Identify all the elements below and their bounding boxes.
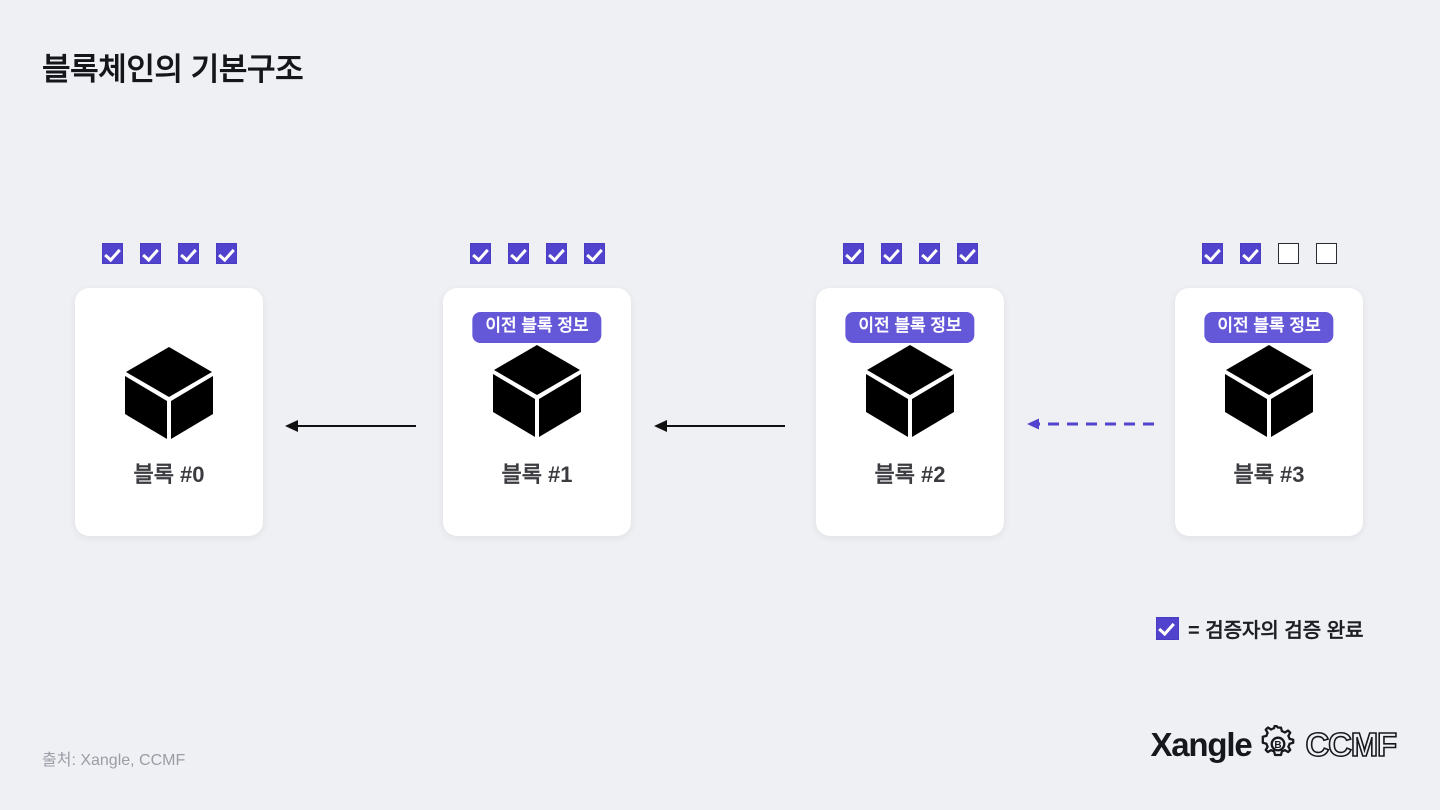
validator-checkbox[interactable]: [139, 243, 161, 264]
cube-icon: [123, 345, 215, 441]
arrow-block2-to-block1: [654, 415, 786, 437]
validator-checkbox[interactable]: [842, 243, 864, 264]
validator-checkbox[interactable]: [215, 243, 237, 264]
block-label: 블록 #3: [1233, 462, 1305, 487]
xangle-ccmf-logo: Xangle B CCMF: [1150, 722, 1398, 766]
block-label: 블록 #2: [874, 462, 946, 487]
source-text: 출처: Xangle, CCMF: [42, 752, 186, 769]
block-card-1[interactable]: 이전 블록 정보 블록 #1: [443, 288, 631, 536]
block-card-3[interactable]: 이전 블록 정보 블록 #3: [1175, 288, 1363, 536]
validator-checkbox[interactable]: [469, 243, 491, 264]
gear-b-icon: B: [1259, 725, 1297, 763]
cube-icon: [491, 343, 583, 439]
validator-checkbox[interactable]: [177, 243, 199, 264]
logo-ccmf-text: CCMF: [1305, 725, 1398, 763]
prev-block-badge: 이전 블록 정보: [472, 312, 602, 343]
validator-checkbox[interactable]: [1315, 243, 1337, 264]
validator-checkbox[interactable]: [1239, 243, 1261, 264]
validator-checkbox[interactable]: [1277, 243, 1299, 264]
arrow-block3-to-block2: [1025, 413, 1155, 435]
cube-icon: [864, 343, 956, 439]
legend: = 검증자의 검증 완료: [1156, 614, 1364, 643]
validator-checkbox[interactable]: [880, 243, 902, 264]
block-card-0[interactable]: 블록 #0: [75, 288, 263, 536]
validator-checkbox[interactable]: [956, 243, 978, 264]
validator-checkbox[interactable]: [918, 243, 940, 264]
validator-checkbox[interactable]: [507, 243, 529, 264]
validator-checkbox[interactable]: [101, 243, 123, 264]
logo-xangle-text: Xangle: [1150, 725, 1252, 763]
block-label: 블록 #1: [501, 462, 573, 487]
block-card-2[interactable]: 이전 블록 정보 블록 #2: [816, 288, 1004, 536]
validator-checkbox-row-0: [75, 243, 263, 267]
prev-block-badge: 이전 블록 정보: [1204, 312, 1334, 343]
validator-checkbox[interactable]: [545, 243, 567, 264]
arrow-block1-to-block0: [285, 415, 417, 437]
validator-checkbox-row-3: [1175, 243, 1363, 267]
validator-checkbox[interactable]: [1201, 243, 1223, 264]
legend-label: = 검증자의 검증 완료: [1188, 620, 1364, 642]
validator-checkbox[interactable]: [583, 243, 605, 264]
legend-checkbox-icon: [1156, 617, 1179, 640]
svg-text:B: B: [1275, 740, 1282, 751]
cube-icon: [1223, 343, 1315, 439]
page-title: 블록체인의 기본구조: [42, 52, 304, 87]
block-label: 블록 #0: [133, 462, 205, 487]
validator-checkbox-row-1: [443, 243, 631, 267]
validator-checkbox-row-2: [816, 243, 1004, 267]
prev-block-badge: 이전 블록 정보: [845, 312, 975, 343]
